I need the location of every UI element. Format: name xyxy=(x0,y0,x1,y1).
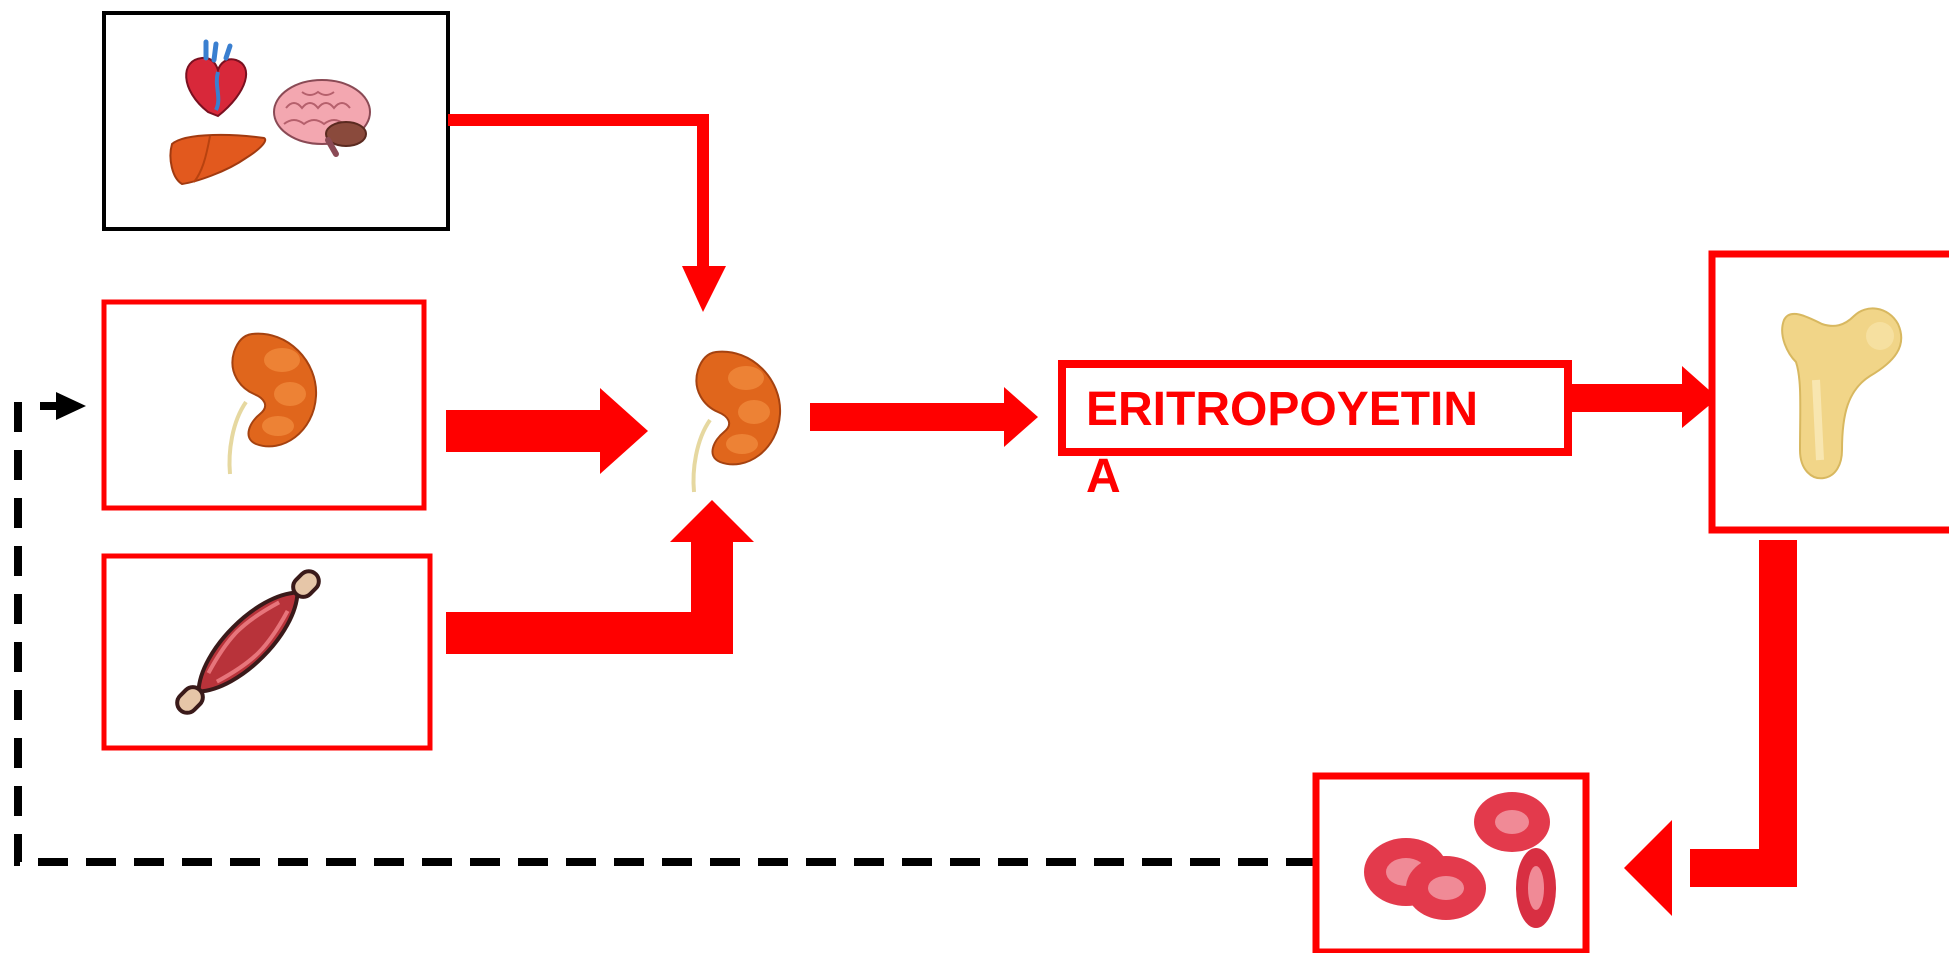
kidney-box-to-kidney-arrow xyxy=(446,388,648,474)
bone-icon xyxy=(1781,307,1903,480)
kidney-icon xyxy=(227,332,318,475)
heart-icon xyxy=(185,39,248,118)
red-blood-cells-icon xyxy=(1364,792,1556,928)
muscle-box xyxy=(101,553,433,751)
kidney-box xyxy=(101,299,427,511)
feedback-dashed-arrow xyxy=(14,392,1316,866)
erythropoietin-label-line1: ERITROPOYETIN xyxy=(1086,383,1478,436)
liver-icon xyxy=(169,133,267,186)
rbc-box xyxy=(1312,772,1590,953)
kidney-to-epo-arrow xyxy=(810,387,1038,447)
bone-to-rbc-arrow xyxy=(1624,540,1797,916)
bone-box xyxy=(1708,250,1949,534)
kidney-icon xyxy=(691,350,782,493)
epo-to-bone-arrow xyxy=(1570,366,1718,428)
brain-icon xyxy=(273,79,371,157)
muscle-icon xyxy=(175,569,321,715)
erythropoietin-label-line2: A xyxy=(1086,450,1121,503)
muscle-box-to-kidney-arrow xyxy=(446,500,754,654)
organs-box xyxy=(102,11,450,231)
organs-to-kidney-arrow xyxy=(448,114,726,312)
erythropoietin-box: ERITROPOYETIN A xyxy=(1058,360,1572,503)
